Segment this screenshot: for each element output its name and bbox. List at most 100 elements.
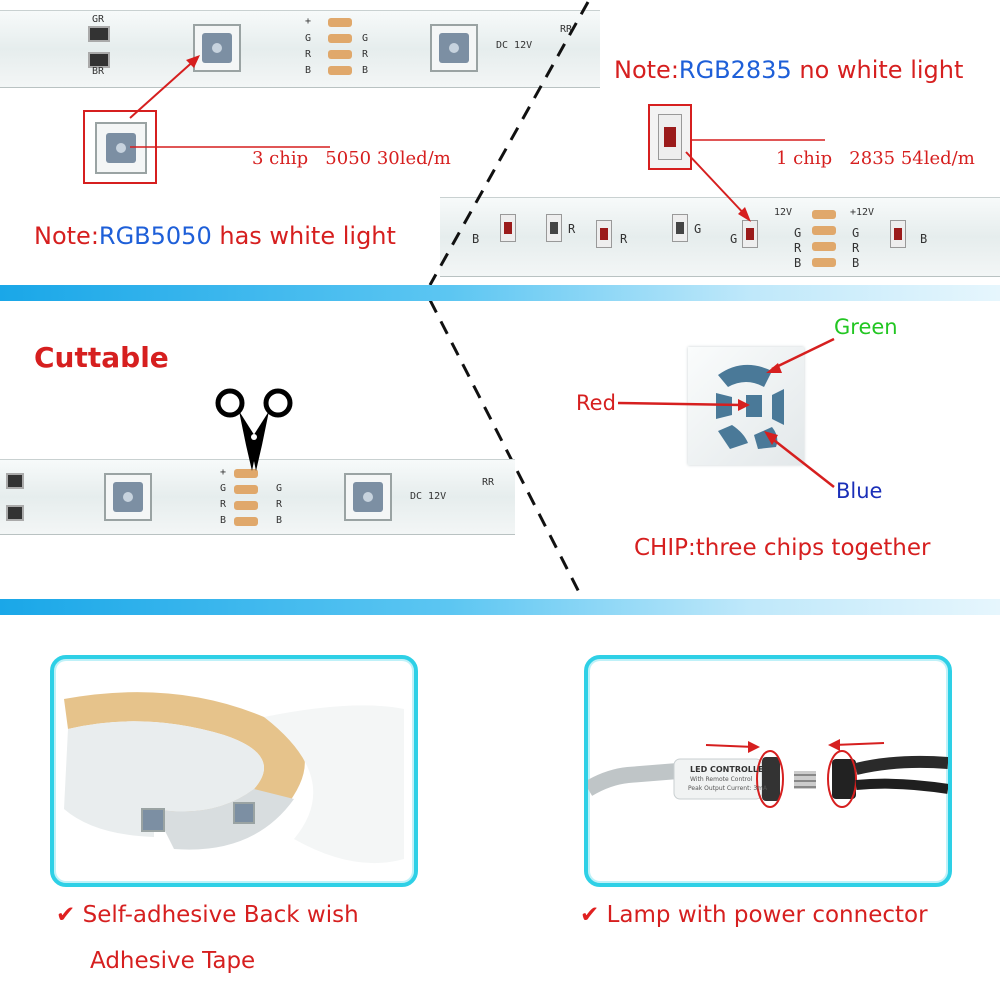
solder-pad	[328, 50, 352, 59]
pad-label-right: +12V	[850, 207, 875, 218]
chip-label: G	[694, 222, 702, 236]
photo-power-connector: LED CONTROLLER With Remote Control Peak …	[583, 655, 952, 887]
resistor-chip	[6, 505, 24, 521]
pad-label: G	[305, 33, 312, 44]
chip-pads-diagram	[716, 364, 784, 449]
adhesive-strip-illustration	[64, 692, 404, 864]
pad-label: G	[220, 483, 227, 494]
led-chip-5050	[430, 24, 478, 72]
solder-pad	[812, 210, 836, 219]
solder-pad	[234, 501, 258, 510]
chip-caption: CHIP:three chips together	[634, 535, 931, 561]
solder-pad	[328, 34, 352, 43]
pad-label: B	[794, 256, 802, 270]
pad-label: B	[305, 65, 312, 76]
label-red: Red	[576, 391, 616, 415]
solder-pad	[234, 469, 258, 478]
caption-text: Self-adhesive Back wish	[82, 902, 359, 928]
panel-2835: Note:RGB2835 no white light 1 chip 2835 …	[420, 0, 1000, 285]
led-chip-2835-enlarged	[658, 114, 682, 160]
rr-label: RR	[560, 24, 573, 35]
caption-text: Lamp with power connector	[606, 902, 928, 928]
solder-pad	[234, 485, 258, 494]
solder-pad	[328, 66, 352, 75]
led-chip-2835	[500, 214, 516, 242]
pad-label: R	[305, 49, 312, 60]
pad-label: GR	[92, 14, 105, 25]
spec-5050: 3 chip 5050 30led/m	[252, 148, 451, 169]
note-model: RGB2835	[678, 56, 792, 84]
panel-5050: GR BR + G R B G R B DC 12V RR 3 chip 505…	[0, 0, 600, 285]
pad-label-left: 12V	[774, 207, 793, 218]
led-chip-5050	[193, 24, 241, 72]
adhesive-caption-line1: ✔ Self-adhesive Back wish	[56, 902, 359, 928]
pad-label: R	[276, 499, 283, 510]
pad-label: +	[305, 16, 312, 27]
controller-sub: With Remote Control	[690, 776, 753, 783]
pad-label: G	[794, 226, 802, 240]
check-icon: ✔	[56, 902, 76, 928]
pad-label: R	[852, 241, 860, 255]
pad-label: B	[362, 65, 369, 76]
pointer-arrows	[617, 337, 835, 488]
label-blue: Blue	[836, 479, 883, 503]
panel-chip-diagram: Green Red Blue CHIP:three chips together	[520, 301, 1000, 599]
photo-adhesive-tape	[50, 655, 418, 887]
note-suffix: no white light	[791, 56, 964, 84]
spec-2835: 1 chip 2835 54led/m	[776, 148, 975, 169]
chip-label: B	[920, 232, 928, 246]
solder-pad	[234, 517, 258, 526]
pad-label: R	[362, 49, 369, 60]
led-chip-2835	[596, 220, 612, 248]
pad-label: B	[852, 256, 860, 270]
adhesive-caption-line2: Adhesive Tape	[90, 948, 256, 974]
solder-pad	[812, 258, 836, 267]
resistor-chip	[88, 26, 110, 42]
led-strip-2835	[440, 197, 1000, 277]
dc-label: DC 12V	[496, 40, 533, 51]
resistor-chip	[88, 52, 110, 68]
led-chip-2835	[672, 214, 688, 242]
connector-caption: ✔ Lamp with power connector	[580, 902, 928, 928]
pad-label: +	[220, 467, 227, 478]
chip-label: G	[730, 232, 738, 246]
solder-pad	[812, 226, 836, 235]
scissors-icon	[215, 388, 293, 471]
dc-label: DC 12V	[410, 491, 447, 502]
led-strip-5050	[0, 10, 600, 88]
rr-label: RR	[482, 477, 495, 488]
pad-label: R	[794, 241, 802, 255]
note-prefix: Note:	[34, 222, 99, 250]
led-chip-2835	[890, 220, 906, 248]
check-icon: ✔	[580, 902, 600, 928]
led-chip-5050	[344, 473, 392, 521]
controller-title: LED CONTROLLER	[690, 765, 770, 774]
led-chip-2835	[546, 214, 562, 242]
pointer-arrows	[685, 139, 825, 222]
note-suffix: has white light	[211, 222, 396, 250]
panel-cuttable: Cuttable + G R B G R B DC 12V RR	[0, 301, 520, 599]
pointer-arrows	[129, 55, 330, 148]
separator-band-2	[0, 599, 1000, 615]
pad-label: R	[220, 499, 227, 510]
note-5050: Note:RGB5050 has white light	[34, 222, 396, 250]
pad-label: G	[276, 483, 283, 494]
led-chip-5050-enlarged	[95, 122, 147, 174]
chip-label: B	[472, 232, 480, 246]
pad-label: BR	[92, 66, 105, 77]
chip-label: R	[620, 232, 628, 246]
solder-pad	[328, 18, 352, 27]
pad-label: B	[220, 515, 227, 526]
label-green: Green	[834, 315, 898, 339]
note-model: RGB5050	[98, 222, 212, 250]
resistor-chip	[6, 473, 24, 489]
pad-label: G	[852, 226, 860, 240]
note-prefix: Note:	[614, 56, 679, 84]
controller-current: Peak Output Current: 3mA	[688, 785, 768, 792]
separator-band-1	[0, 285, 1000, 301]
chip-highlight-box	[648, 104, 692, 170]
chip-label: R	[568, 222, 576, 236]
note-2835: Note:RGB2835 no white light	[614, 56, 963, 84]
led-chip-5050	[104, 473, 152, 521]
pad-label: G	[362, 33, 369, 44]
